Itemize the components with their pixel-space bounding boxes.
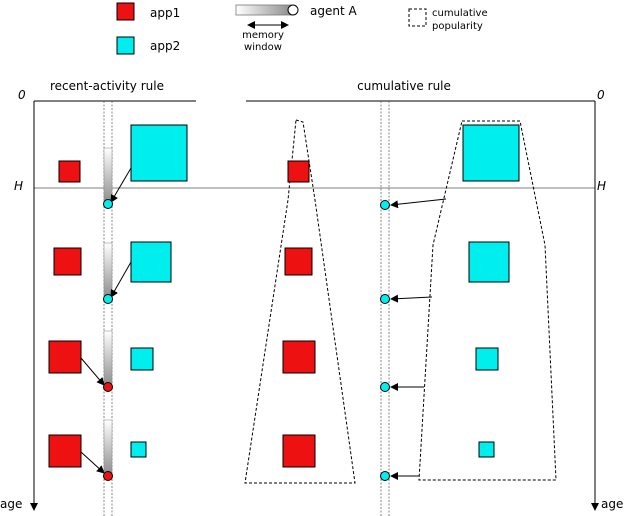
choice-arrow [110, 261, 132, 298]
app1-square [58, 160, 81, 183]
axes: 0 0 H H age age [0, 88, 623, 511]
choice-arrow [390, 198, 447, 209]
app2-square [130, 441, 147, 458]
cumulative-panel [244, 101, 557, 516]
app2-square [462, 124, 520, 182]
agent-choice-app2 [380, 382, 390, 392]
app1-square [48, 340, 82, 374]
memory-window [103, 419, 113, 477]
agent-choice-app2 [380, 200, 390, 210]
legend-app1-swatch [116, 2, 135, 21]
app2-square [475, 347, 499, 371]
app2-square [130, 124, 188, 182]
choice-arrow [80, 451, 105, 474]
legend-agent-marker [287, 4, 299, 16]
legend-popularity-label-line1: cumulative [432, 8, 488, 19]
agent-choice-app2 [380, 294, 390, 304]
legend-memory-label-line1: memory [242, 30, 284, 41]
choice-arrow [110, 167, 132, 203]
memory-window [103, 330, 113, 388]
app2-square [468, 241, 510, 283]
left-h-label: H [14, 179, 23, 193]
legend-app1-label: app1 [150, 6, 180, 20]
legend-app2-label: app2 [150, 39, 180, 53]
memory-window [103, 147, 113, 205]
right-h-label: H [597, 179, 606, 193]
legend-memory-label-line2: window [244, 42, 282, 53]
app1-square [48, 434, 82, 468]
app2-square [130, 347, 154, 371]
app2-popularity-envelope [418, 120, 557, 481]
choice-arrow [390, 294, 433, 303]
app2-square [478, 441, 495, 458]
app1-square [284, 247, 313, 276]
legend-popularity-swatch [408, 8, 427, 27]
right-zero-label: 0 [597, 88, 605, 102]
legend-agent-label: agent A [310, 4, 357, 18]
agent-choice-app2 [380, 471, 390, 481]
right-panel-title: cumulative rule [357, 79, 451, 93]
legend-memory-bar [235, 4, 294, 16]
memory-window [103, 242, 113, 300]
agent-choice-app2 [103, 199, 113, 209]
left-panel-title: recent-activity rule [50, 79, 164, 93]
app1-square [282, 434, 316, 468]
app1-popularity-envelope [244, 119, 356, 484]
legend-app2-swatch [116, 36, 135, 55]
app2-square [130, 241, 172, 283]
agent-choice-app2 [103, 294, 113, 304]
right-age-label: age [601, 497, 623, 511]
legend-popularity-label-line2: popularity [432, 21, 483, 32]
app1-square [287, 160, 310, 183]
legend: app1 app2 agent A memory window cumulati… [116, 2, 488, 55]
left-age-label: age [0, 497, 22, 511]
app1-square [53, 247, 82, 276]
choice-arrow [80, 357, 105, 386]
agent-choice-app1 [103, 471, 113, 481]
left-zero-label: 0 [18, 88, 26, 102]
recent-activity-panel [48, 101, 188, 516]
agent-choice-app1 [103, 382, 113, 392]
app1-square [282, 340, 316, 374]
